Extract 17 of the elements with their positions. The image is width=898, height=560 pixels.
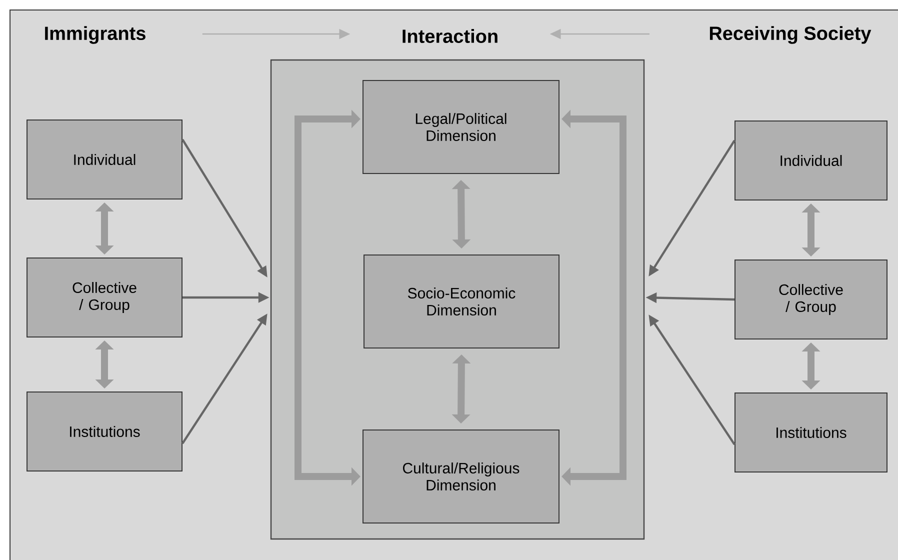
heading-text: Immigrants — [45, 26, 146, 44]
heading-text: Receiving Society — [710, 26, 872, 44]
category-box: Individual — [734, 120, 888, 200]
arrow — [802, 342, 820, 390]
arrow — [95, 202, 114, 254]
arrow — [452, 180, 471, 248]
category-box: Institutions — [26, 392, 182, 472]
category-box: Individual — [26, 120, 182, 200]
dimension-box: Cultural/Religious Dimension — [362, 430, 560, 524]
dimension-box: Socio-Economic Dimension — [364, 254, 560, 348]
arrow — [802, 204, 820, 256]
arrow — [95, 340, 114, 388]
heading-text: Interaction — [402, 29, 498, 43]
dimension-box: Legal/Political Dimension — [362, 80, 560, 174]
category-box: Collective / Group — [26, 258, 182, 338]
category-box: Collective / Group — [734, 260, 888, 340]
category-box: Institutions — [734, 392, 888, 472]
